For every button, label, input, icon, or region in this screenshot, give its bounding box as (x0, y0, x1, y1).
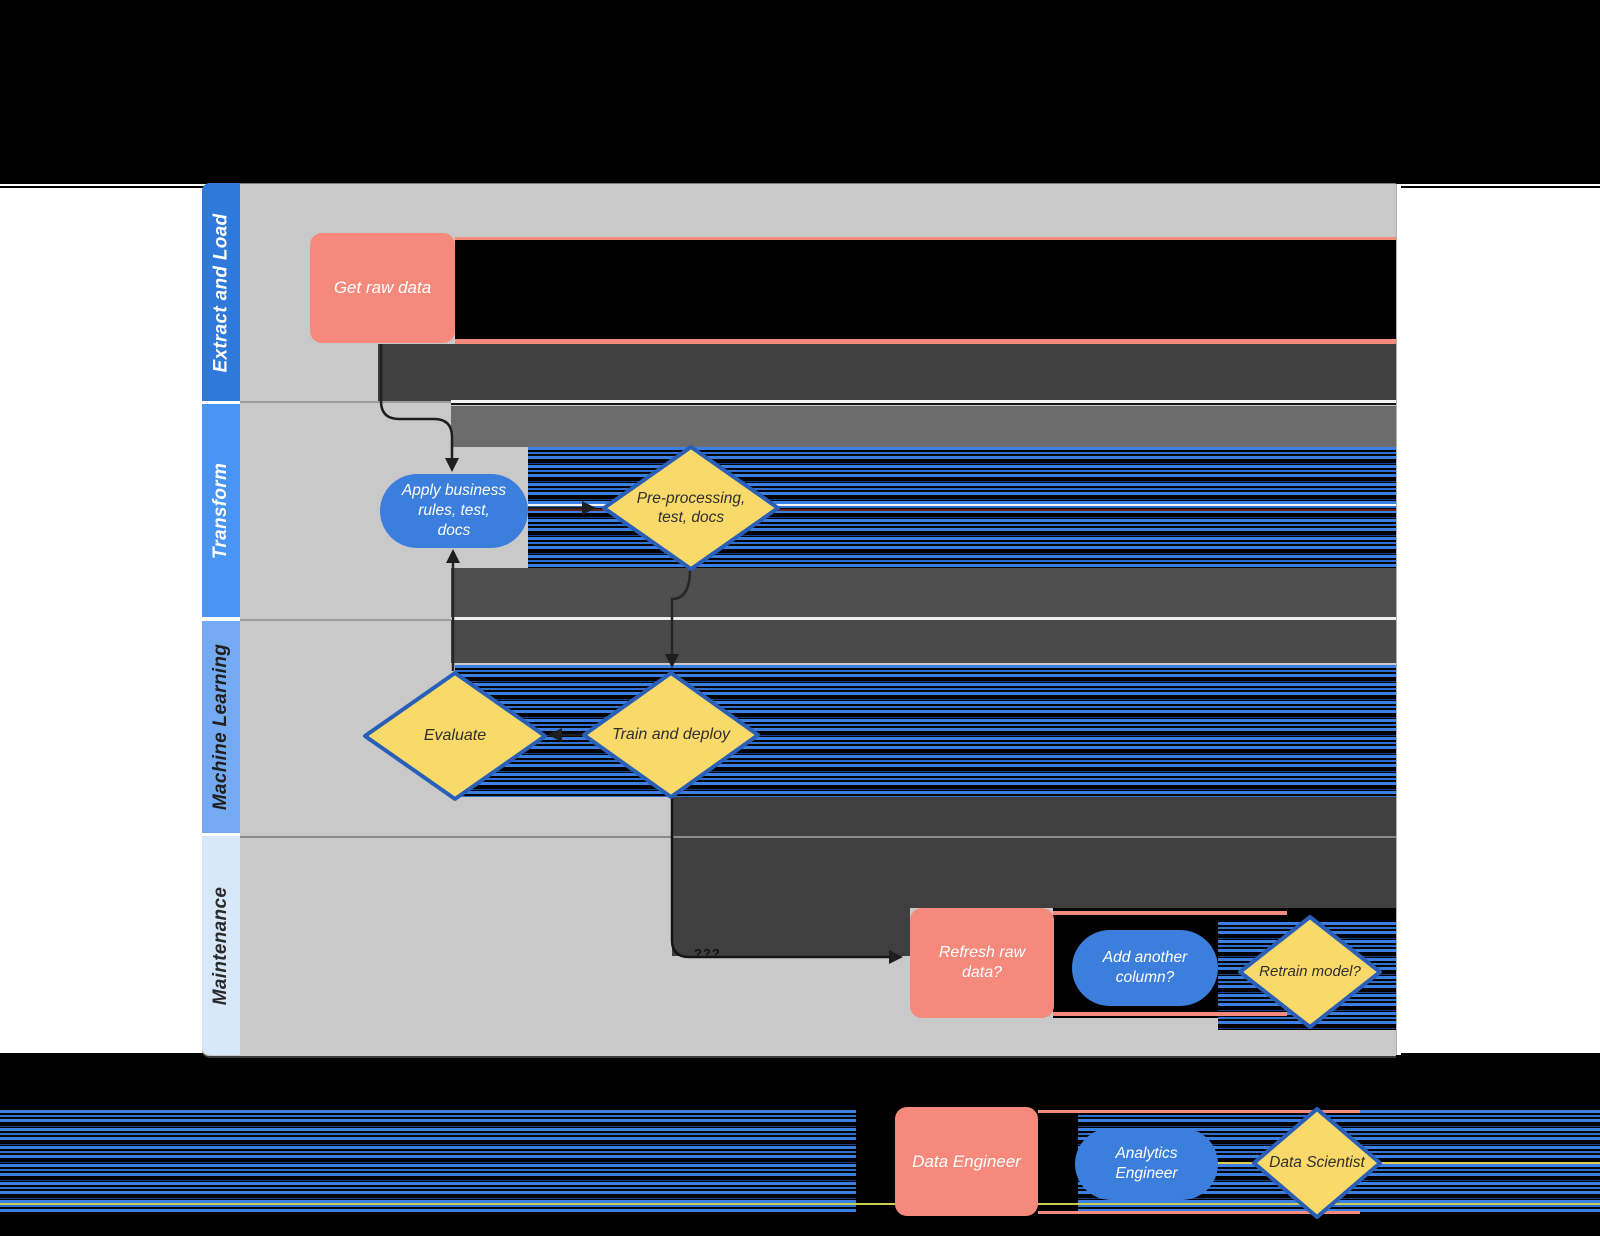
glitch-dark-band (672, 838, 1396, 908)
node-refresh-raw-data: Refresh raw data? (910, 908, 1054, 1018)
glitch-black-band (455, 240, 1396, 339)
glitch-gray-band (451, 406, 1396, 447)
node-label: Get raw data (333, 278, 432, 298)
glitch-connector-red-line (528, 509, 1396, 511)
glitch-dark-band (451, 620, 1396, 663)
node-label: Add another column? (1102, 949, 1188, 986)
preprocessing-diamond-label: Pre-processing, test, docs (636, 489, 746, 526)
glitch-dark-band (672, 797, 1396, 838)
evaluate-diamond (363, 671, 547, 801)
arrowhead-right (889, 950, 903, 964)
header-gap (202, 617, 240, 621)
glitch-black-line (451, 403, 1396, 405)
node-label: Apply business rules, test, docs (401, 482, 507, 539)
glitch-dark-band (672, 908, 910, 956)
arrowhead-right (582, 501, 596, 515)
glitch-dark-band (451, 568, 1396, 617)
legend-label: Data Engineer (912, 1151, 1021, 1171)
glitch-pink-smear (455, 237, 1396, 240)
preprocessing-diamond (602, 445, 780, 571)
arrowhead-up (446, 549, 460, 563)
glitch-pink-smear (455, 339, 1396, 344)
lane-divider (240, 401, 451, 403)
evaluate-diamond-label: Evaluate (423, 727, 487, 744)
retrain-diamond-label: Retrain model? (1259, 962, 1361, 980)
legend-pink-smear-top (1038, 1110, 1360, 1113)
train-deploy-diamond-label: Train and deploy (612, 726, 730, 743)
arrowhead-down (665, 654, 679, 668)
legend-data-engineer: Data Engineer (895, 1107, 1038, 1216)
diagram-right-edge (1396, 184, 1401, 1055)
legend-data-scientist-diamond (1252, 1107, 1382, 1219)
retrain-diamond (1238, 915, 1382, 1029)
lane-divider (240, 836, 1396, 838)
glitch-yellow-line (1214, 1162, 1600, 1164)
glitch-yellow-line (0, 1203, 1600, 1205)
legend-analytics-engineer: Analytics Engineer (1075, 1128, 1218, 1200)
glitch-pink-smear (1053, 1012, 1287, 1016)
node-apply-business-rules: Apply business rules, test, docs (380, 474, 528, 548)
legend-data-scientist-label: Data Scientist (1269, 1154, 1365, 1172)
lane-header-maintenance: Maintenance (202, 836, 240, 1055)
glitch-white-line (451, 617, 1396, 620)
node-add-another-column: Add another column? (1072, 930, 1218, 1006)
lane-header-extract-and-load: Extract and Load (202, 183, 240, 403)
arrowhead-left (548, 728, 562, 742)
train-deploy-diamond (582, 671, 760, 799)
lane-divider (240, 619, 451, 621)
connector-label: ??? (694, 946, 721, 961)
arrowhead-down (445, 458, 459, 472)
edge-getraw-to-applyrules (379, 344, 454, 460)
lane-header-transform: Transform (202, 404, 240, 618)
glitch-white-line (451, 400, 1396, 403)
node-label: Refresh raw data? (938, 943, 1026, 981)
header-gap (202, 401, 240, 404)
header-gap (202, 833, 240, 836)
edge-preprocessing-to-train (670, 568, 692, 655)
top-black-band (0, 0, 1600, 184)
glitch-connector-white-line (528, 504, 1396, 506)
glitch-dark-band (378, 344, 1396, 402)
edge-train-to-refresh (670, 797, 890, 959)
lane-header-machine-learning: Machine Learning (202, 621, 240, 833)
node-get-raw-data: Get raw data (310, 233, 455, 343)
legend-pink-smear-bottom (1038, 1211, 1360, 1214)
glitch-pink-smear (1053, 911, 1287, 915)
legend-label: Analytics Engineer (1115, 1145, 1178, 1182)
